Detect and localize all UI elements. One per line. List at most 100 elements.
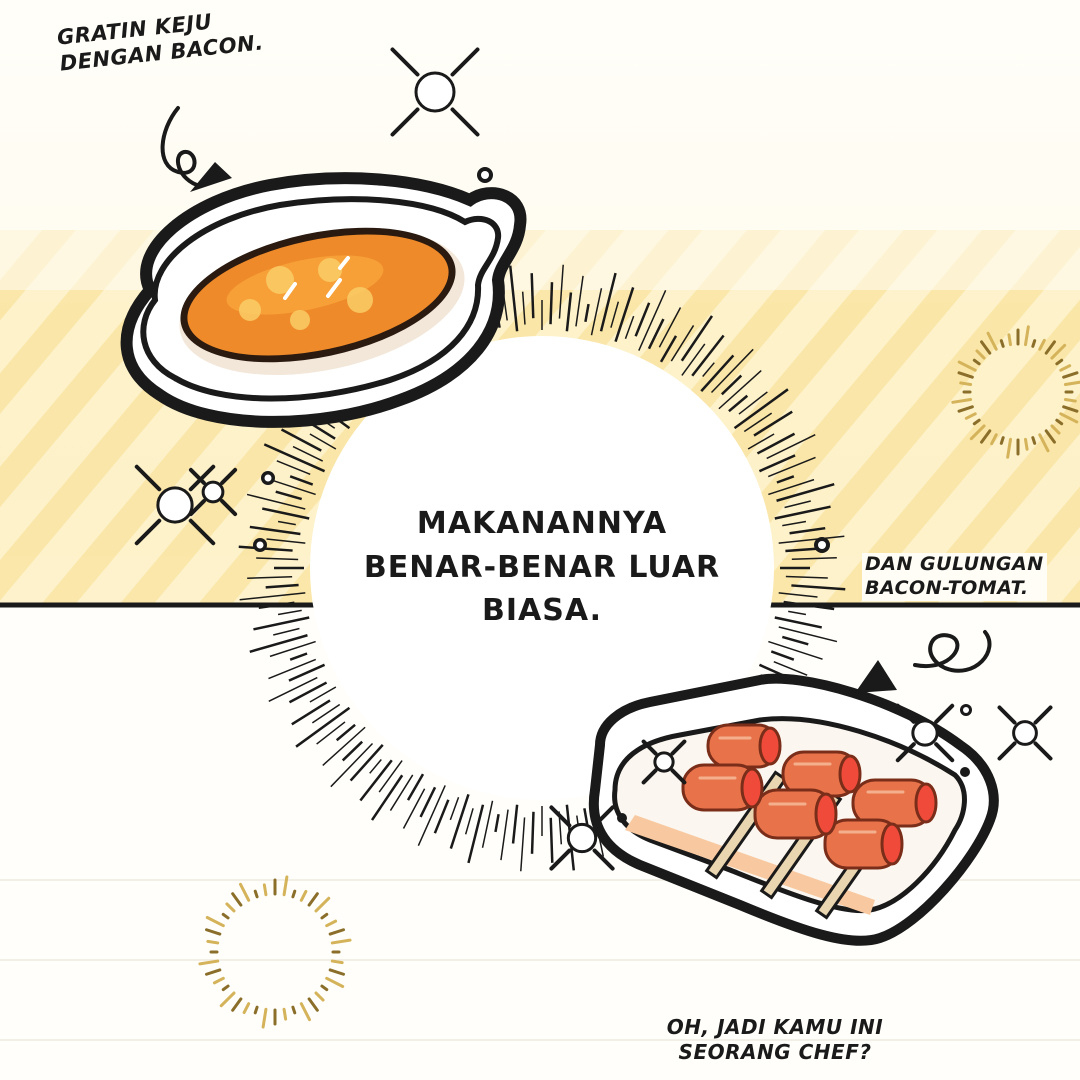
burst-line (758, 454, 796, 473)
burst-line (781, 635, 809, 646)
burst-line (508, 265, 519, 332)
burst-line (280, 428, 322, 452)
burst-line (776, 475, 795, 484)
burst-line (311, 703, 341, 724)
burst-line (720, 374, 743, 396)
burst-line (658, 307, 682, 348)
burst-line (330, 742, 374, 788)
burst-line (743, 412, 773, 433)
burst-line (275, 490, 303, 501)
burst-line (268, 658, 317, 680)
burst-line (774, 505, 831, 520)
burst-line (768, 640, 823, 660)
burst-line (249, 525, 301, 536)
burst-line (520, 817, 526, 872)
burst-line (530, 273, 535, 319)
burst-line (269, 640, 316, 658)
burst-line (778, 535, 845, 544)
burst-line (584, 303, 590, 323)
burst-line (273, 627, 300, 636)
burst-line (253, 616, 310, 631)
burst-line (521, 291, 526, 325)
burst-line (788, 610, 807, 616)
burst-line (417, 785, 446, 847)
burst-line (276, 460, 311, 476)
burst-line (335, 723, 356, 742)
burst-line (738, 391, 768, 415)
burst-line (691, 334, 725, 377)
burst-line (249, 634, 308, 653)
burst-line (291, 699, 331, 726)
burst-line (288, 663, 326, 682)
burst-line (747, 433, 775, 450)
curly-arrow-icon (160, 106, 202, 188)
burst-line (449, 793, 470, 849)
burst-line (791, 556, 837, 561)
burst-line (681, 343, 706, 376)
burst-line (370, 774, 404, 821)
burst-line (634, 302, 651, 337)
arrow-head-icon-2 (855, 660, 897, 693)
curly-arrow-icon-2 (913, 630, 992, 673)
burst-line (599, 272, 617, 332)
burst-line (419, 786, 437, 818)
burst-line (268, 676, 318, 702)
sparkle-icon (188, 467, 238, 517)
burst-line (549, 282, 554, 325)
burst-line (659, 335, 678, 363)
burst-line (700, 354, 735, 392)
gratin-dish (120, 172, 527, 428)
burst-line (295, 706, 351, 748)
burst-line (784, 500, 811, 509)
burst-line (246, 493, 306, 510)
dot-ornaments (253, 167, 972, 716)
burst-line (292, 445, 324, 462)
burst-line (449, 797, 460, 821)
burst-line (263, 443, 326, 473)
burst-line (309, 433, 337, 450)
burst-line (558, 264, 564, 319)
burst-line (783, 600, 835, 611)
burst-line (277, 609, 302, 616)
rolls-caption-line-1: DAN GULUNGAN (865, 553, 1044, 575)
burst-line (647, 318, 665, 350)
burst-line (402, 788, 426, 829)
burst-line (590, 288, 603, 336)
burst-line (316, 721, 346, 745)
burst-line (789, 526, 826, 535)
burst-line (378, 760, 403, 793)
sparkle-icon (997, 705, 1053, 761)
center-caption-line-1: MAKANANNYA (416, 506, 668, 541)
bacon-roll-skewers (588, 673, 999, 946)
burst-line (247, 575, 293, 580)
burst-line (565, 292, 573, 332)
burst-line (256, 557, 299, 561)
center-caption-line-2: BENAR-BENAR LUAR (363, 549, 721, 585)
sparkle-icon (390, 47, 480, 137)
burst-line (349, 744, 384, 782)
rolls-caption-line-2: BACON-TOMAT. (865, 576, 1029, 599)
gold-ring-sparkle (198, 875, 352, 1029)
burst-line (680, 315, 714, 362)
burst-line (728, 394, 749, 413)
burst-line (774, 616, 823, 629)
center-bubble (310, 336, 774, 800)
burst-line (322, 726, 366, 766)
burst-line (778, 626, 838, 643)
burst-line (530, 811, 535, 854)
burst-line (767, 456, 816, 478)
center-caption-line-3: BIASA. (481, 593, 603, 628)
burst-line (389, 774, 414, 811)
chef-caption: OH, JADI KAMU INI SEORANG CHEF? (655, 1015, 895, 1065)
burst-line (614, 287, 635, 343)
burst-line (511, 804, 519, 844)
sparkle-icon (895, 703, 955, 763)
burst-line (575, 275, 584, 327)
chef-caption-line-2: SEORANG CHEF? (678, 1040, 872, 1064)
burst-line (773, 660, 808, 676)
burst-line (261, 507, 310, 520)
arrow-head-icon (190, 162, 232, 192)
chef-caption-line-1: OH, JADI KAMU INI (666, 1015, 884, 1039)
